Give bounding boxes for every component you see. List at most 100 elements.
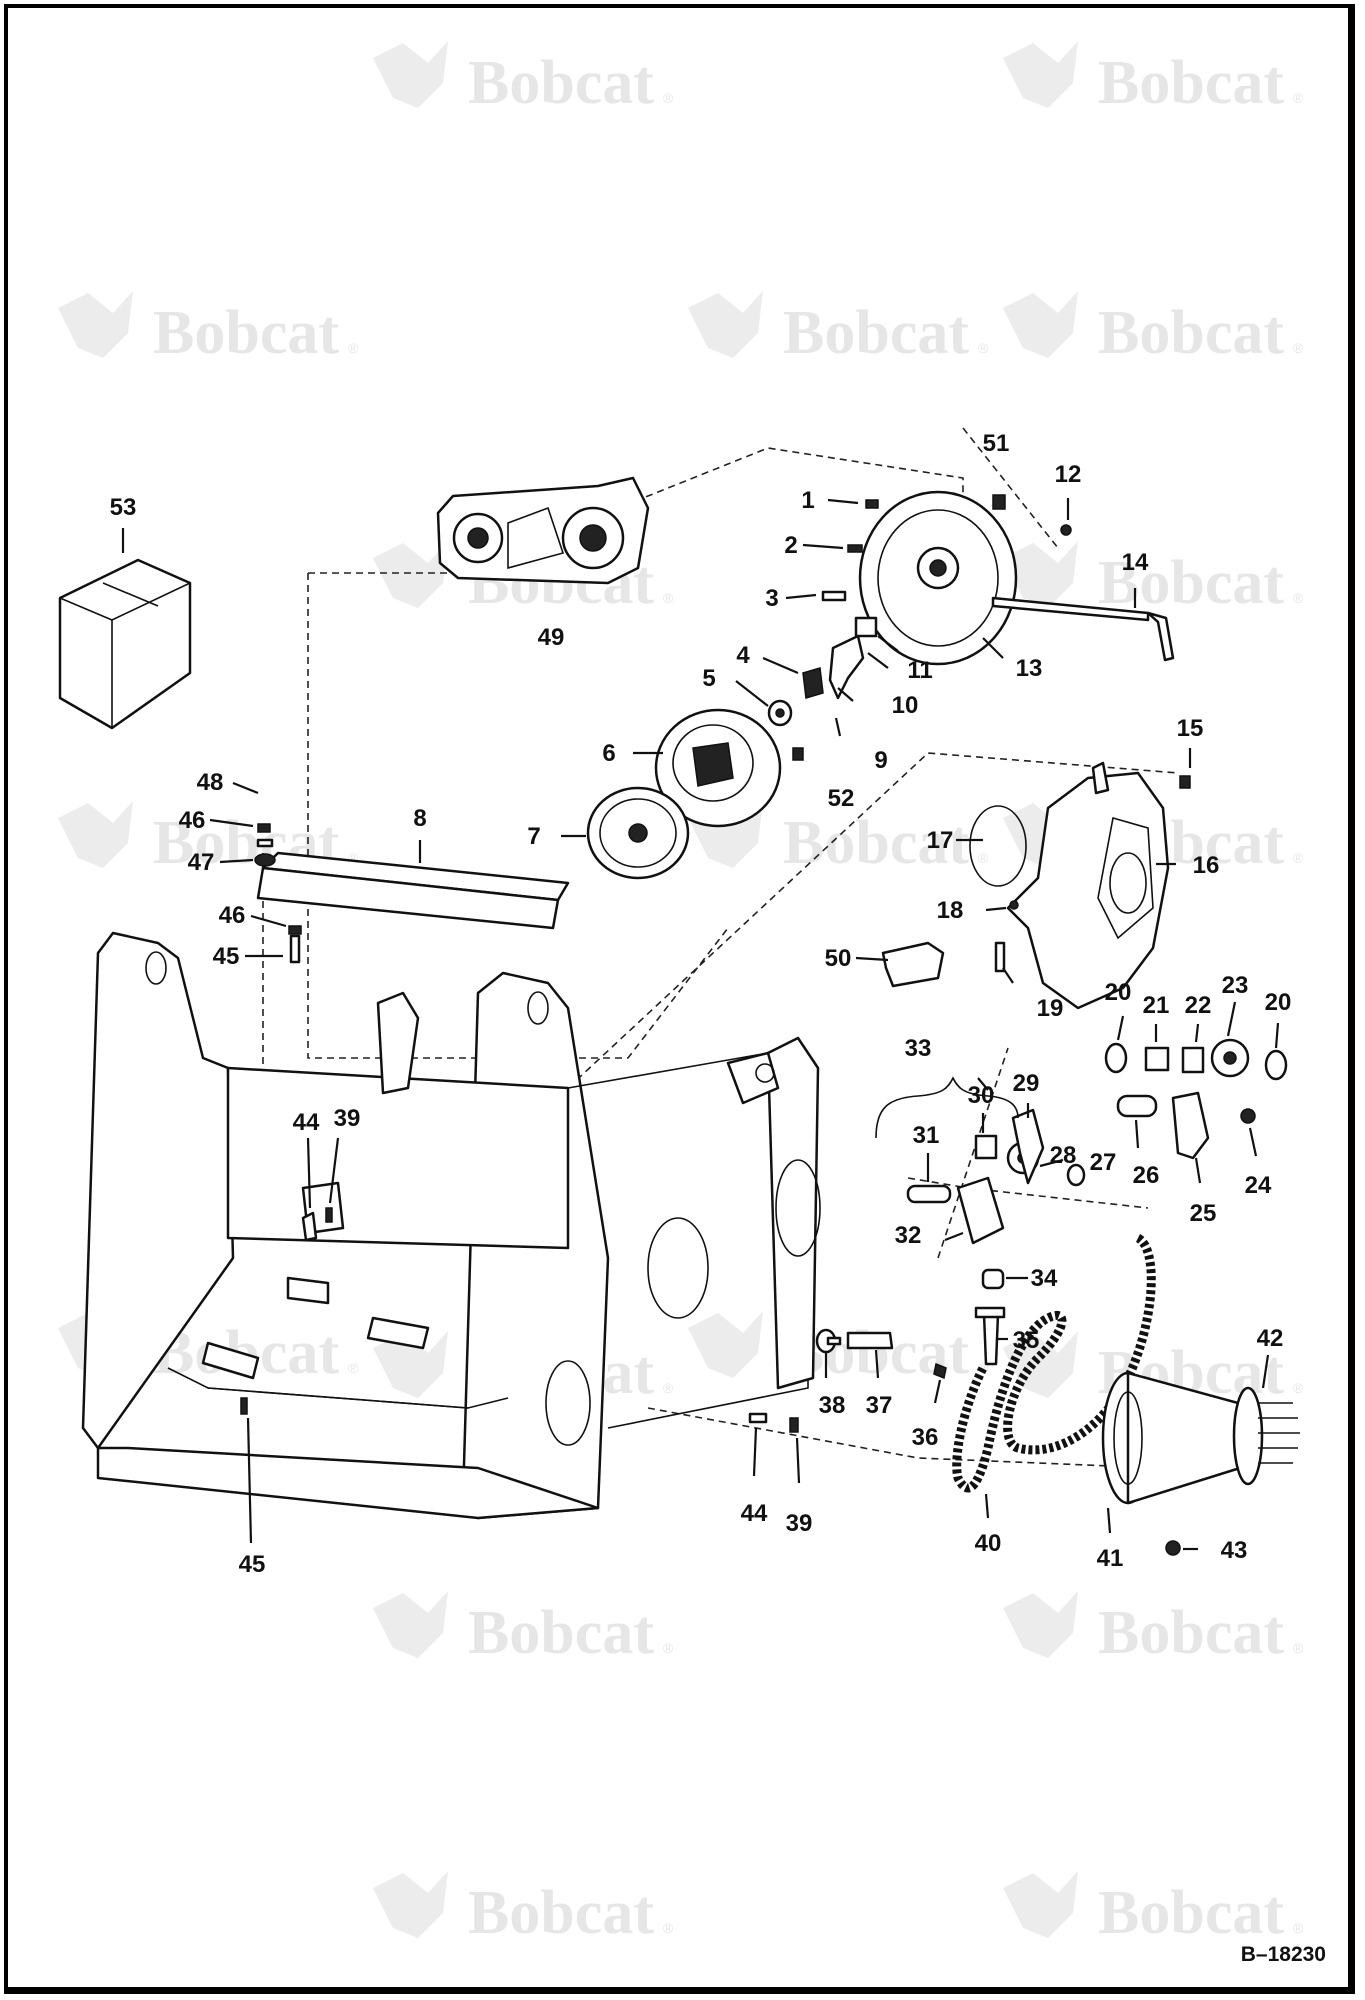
callout-37: 37 bbox=[866, 1392, 893, 1419]
torque-channel bbox=[254, 823, 570, 964]
watermark-text: Bobcat bbox=[783, 299, 969, 367]
watermark-registered-mark: ® bbox=[978, 850, 989, 866]
watermark-registered-mark: ® bbox=[663, 1920, 674, 1936]
callout-14: 14 bbox=[1122, 549, 1149, 576]
watermark-registered-mark: ® bbox=[348, 1360, 359, 1376]
callout-39-top: 39 bbox=[334, 1105, 361, 1132]
watermark-text: Bobcat bbox=[1098, 549, 1284, 617]
watermark-text: Bobcat bbox=[1098, 49, 1284, 117]
bobcat-logo-icon bbox=[1003, 41, 1078, 108]
callout-8: 8 bbox=[413, 805, 426, 832]
callout-labels: 1 2 3 4 5 6 7 8 9 10 11 12 13 14 15 16 1… bbox=[110, 430, 1292, 1578]
callout-29: 29 bbox=[1013, 1070, 1040, 1097]
chaincase-housing bbox=[881, 761, 1191, 1010]
callout-26: 26 bbox=[1133, 1162, 1160, 1189]
callout-53: 53 bbox=[110, 494, 137, 521]
callout-48: 48 bbox=[197, 769, 224, 796]
callout-42: 42 bbox=[1257, 1325, 1284, 1352]
callout-45-bottom: 45 bbox=[239, 1551, 266, 1578]
callout-18: 18 bbox=[937, 897, 964, 924]
callout-25: 25 bbox=[1190, 1200, 1217, 1227]
watermark-registered-mark: ® bbox=[663, 590, 674, 606]
watermark-registered-mark: ® bbox=[663, 1640, 674, 1656]
watermark-registered-mark: ® bbox=[1293, 1640, 1304, 1656]
watermark-text: Bobcat bbox=[468, 1879, 654, 1947]
drive-sprocket-parts bbox=[815, 1038, 1288, 1380]
watermark-text: Bobcat bbox=[783, 809, 969, 877]
callout-27: 27 bbox=[1090, 1149, 1117, 1176]
callout-16: 16 bbox=[1193, 852, 1220, 879]
figure-reference-code: B–18230 bbox=[1240, 1943, 1326, 1966]
watermark-text: Bobcat bbox=[1098, 1879, 1284, 1947]
callout-39-bottom: 39 bbox=[786, 1510, 813, 1537]
callout-44-bottom: 44 bbox=[741, 1500, 768, 1527]
watermark-registered-mark: ® bbox=[663, 1380, 674, 1396]
watermark-registered-mark: ® bbox=[348, 340, 359, 356]
watermark-registered-mark: ® bbox=[978, 340, 989, 356]
watermark-text: Bobcat bbox=[1098, 1599, 1284, 1667]
bobcat-watermark: Bobcat® bbox=[1003, 1871, 1304, 1947]
callout-21: 21 bbox=[1143, 992, 1170, 1019]
callout-15: 15 bbox=[1177, 715, 1204, 742]
callout-46-top: 46 bbox=[179, 807, 206, 834]
callout-32: 32 bbox=[895, 1222, 922, 1249]
callout-7: 7 bbox=[527, 823, 540, 850]
callout-9: 9 bbox=[874, 747, 887, 774]
callout-51: 51 bbox=[983, 430, 1010, 457]
pressure-plate bbox=[654, 708, 782, 828]
bobcat-logo-icon bbox=[58, 291, 133, 358]
leader-lines bbox=[121, 498, 1280, 1551]
callout-13: 13 bbox=[1016, 655, 1043, 682]
bobcat-logo-icon bbox=[1003, 1871, 1078, 1938]
diagram-frame: Bobcat ® Bobcat ® Bobcat ® Bobcat ® Bobcat ® Bobca… bbox=[4, 4, 1355, 1994]
parts-diagram: Bobcat ® Bobcat ® Bobcat ® Bobcat ® Bobcat ® Bobca… bbox=[58, 41, 1304, 1947]
callout-50: 50 bbox=[825, 945, 852, 972]
bobcat-logo-icon bbox=[373, 541, 448, 608]
callout-1: 1 bbox=[801, 487, 814, 514]
parts-box bbox=[58, 558, 192, 730]
callout-33: 33 bbox=[905, 1035, 932, 1062]
callout-10: 10 bbox=[892, 692, 919, 719]
callout-45-top: 45 bbox=[213, 943, 240, 970]
clutch-disc bbox=[586, 786, 690, 880]
callout-28: 28 bbox=[1050, 1142, 1077, 1169]
axle-housing bbox=[1101, 1371, 1300, 1556]
bobcat-logo-icon bbox=[688, 1311, 763, 1378]
bobcat-watermark: Bobcat ® bbox=[1003, 541, 1304, 617]
watermark-registered-mark: ® bbox=[1293, 340, 1304, 356]
small-clutch-parts bbox=[767, 494, 1072, 761]
callout-38: 38 bbox=[819, 1392, 846, 1419]
bobcat-watermark: Bobcat ® bbox=[373, 1591, 674, 1667]
watermark-registered-mark: ® bbox=[663, 90, 674, 106]
bobcat-watermark: Bobcat ® bbox=[1003, 41, 1304, 117]
frame-bolts bbox=[240, 1207, 842, 1433]
bobcat-logo-icon bbox=[373, 1331, 448, 1398]
bobcat-logo-icon bbox=[1003, 291, 1078, 358]
watermark-text: Bobcat bbox=[468, 49, 654, 117]
watermark-registered-mark: ® bbox=[1293, 590, 1304, 606]
callout-30: 30 bbox=[968, 1082, 995, 1109]
shaft-rod bbox=[991, 596, 1175, 662]
callout-49: 49 bbox=[538, 624, 565, 651]
bobcat-watermark: Bobcat ® bbox=[688, 291, 989, 367]
watermark-registered-mark: ® bbox=[978, 1360, 989, 1376]
callout-34: 34 bbox=[1031, 1265, 1058, 1292]
watermark-registered-mark: ® bbox=[1293, 90, 1304, 106]
callout-5: 5 bbox=[702, 665, 715, 692]
callout-40: 40 bbox=[975, 1530, 1002, 1557]
watermark-text: Bobcat bbox=[1098, 299, 1284, 367]
callout-23: 23 bbox=[1222, 972, 1249, 999]
callout-35: 35 bbox=[1013, 1327, 1040, 1354]
callout-43: 43 bbox=[1221, 1537, 1248, 1564]
bobcat-logo-icon bbox=[373, 1591, 448, 1658]
callout-4: 4 bbox=[736, 642, 750, 669]
main-frame bbox=[81, 931, 821, 1520]
bobcat-logo-icon bbox=[1003, 1591, 1078, 1658]
callout-41: 41 bbox=[1097, 1545, 1124, 1572]
watermark-registered-mark: ® bbox=[1293, 1380, 1304, 1396]
watermark-text: Bobcat bbox=[468, 1599, 654, 1667]
watermark-registered-mark: ® bbox=[348, 850, 359, 866]
bobcat-watermark: Bobcat ® bbox=[373, 1871, 674, 1947]
watermark-registered-mark: ® bbox=[1293, 850, 1304, 866]
bobcat-logo-icon bbox=[373, 1871, 448, 1938]
